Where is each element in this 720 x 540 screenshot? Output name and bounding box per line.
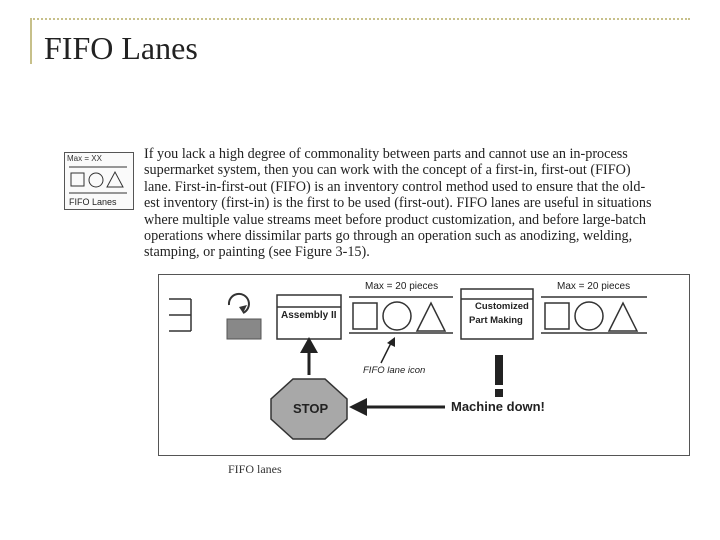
fifo-circle-right — [574, 301, 604, 331]
paragraph-line: where multiple value streams meet before… — [144, 211, 647, 228]
assembly-label: Assembly II — [281, 310, 337, 321]
fifo-square-right — [544, 302, 570, 330]
fifo-legend-icon — [69, 166, 127, 194]
fifo-diagram-drawing — [169, 288, 647, 440]
max-label-right: Max = 20 pieces — [557, 281, 631, 292]
paragraph-line: operations where dissimilar parts go thr… — [144, 228, 633, 245]
figure-caption: FIFO lanes — [228, 462, 282, 476]
fifo-circle-left — [382, 301, 412, 331]
arrow-up-icon — [300, 337, 318, 353]
body-paragraph: If you lack a high degree of commonality… — [144, 146, 704, 261]
fifo-diagram: Assembly II Max = 20 pieces Max = 20 pie… — [158, 274, 690, 456]
paragraph-line: est inventory (first-in) is the first to… — [144, 195, 652, 212]
stop-sign-icon — [270, 378, 348, 440]
legend-max-label: Max = XX — [67, 154, 102, 163]
fifo-triangle-left — [415, 301, 447, 332]
customized-label: Customized — [475, 301, 529, 312]
paragraph-line: If you lack a high degree of commonality… — [144, 146, 628, 162]
fifo-triangle-right — [607, 301, 639, 332]
fifo-legend-box: Max = XX FIFO Lanes — [64, 152, 134, 210]
slide-title: FIFO Lanes — [44, 30, 198, 66]
legend-label: FIFO Lanes — [69, 197, 117, 207]
withdrawal-loop-icon — [227, 292, 250, 314]
supermarket-icon — [169, 298, 192, 332]
slide-accent-bar — [30, 18, 32, 64]
customized-box — [460, 288, 534, 340]
paragraph-line: supermarket system, then you can work wi… — [144, 162, 631, 179]
scanned-figure: Max = XX FIFO Lanes If you lack a high d… — [58, 140, 690, 480]
paragraph-line: lane. First-in-first-out (FIFO) is an in… — [144, 178, 646, 195]
grey-process-box — [226, 318, 262, 340]
machine-down-label: Machine down! — [451, 399, 545, 414]
slide-top-border — [30, 18, 690, 22]
fifo-square-left — [352, 302, 378, 330]
arrow-left-icon — [349, 398, 367, 416]
max-label-left: Max = 20 pieces — [365, 281, 439, 292]
paragraph-line: stamping, or painting (see Figure 3-15). — [144, 244, 370, 261]
assembly-box — [276, 294, 342, 340]
stop-label: STOP — [293, 401, 329, 416]
fifo-lane-icon-label: FIFO lane icon — [363, 365, 426, 376]
part-making-label: Part Making — [469, 315, 523, 326]
